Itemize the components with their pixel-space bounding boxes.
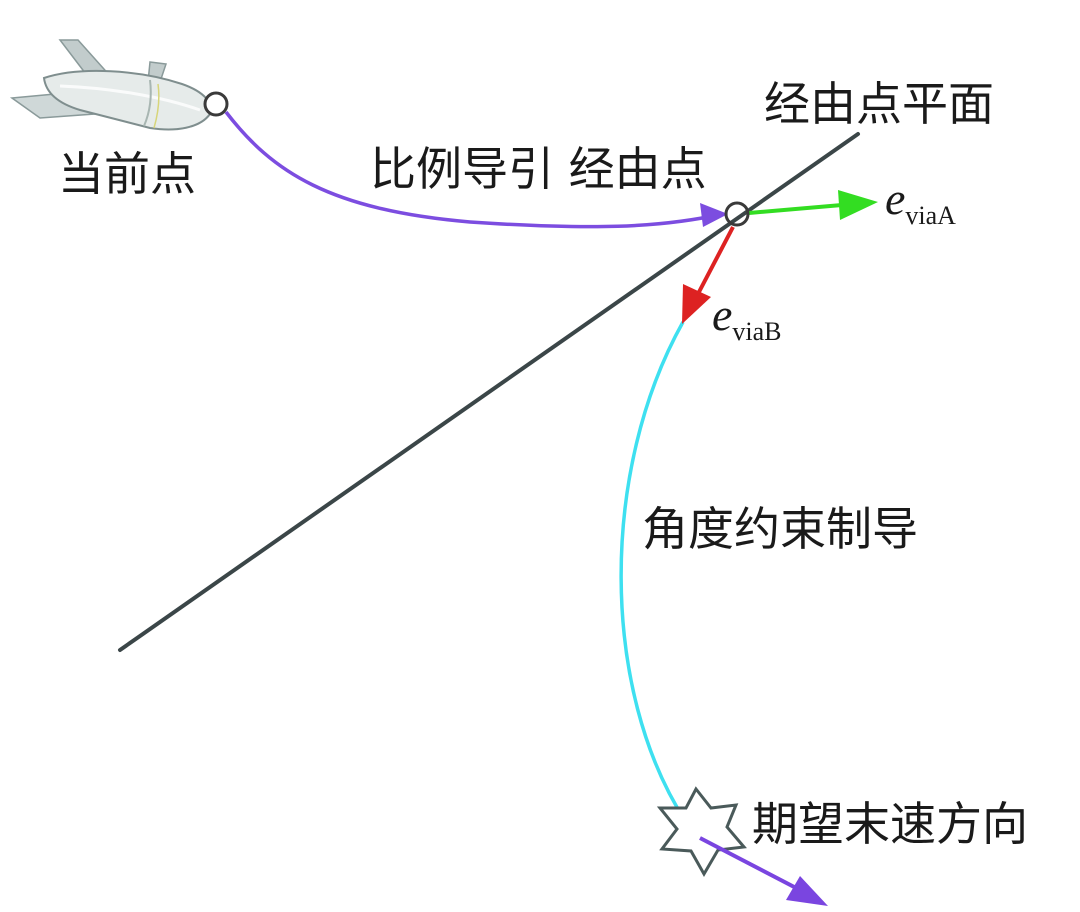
vector-a-label: eviaA: [885, 173, 956, 230]
missile-icon: [9, 39, 212, 131]
current-point-label: 当前点: [58, 147, 196, 201]
target-star-icon: [656, 786, 747, 878]
proportional-guidance-path: [224, 110, 723, 229]
proportional-guidance-label: 比例导引 经由点: [370, 142, 707, 196]
terminal-direction-shaft: [699, 836, 801, 892]
terminal-direction-label: 期望末速方向: [752, 797, 1028, 851]
waypoint-marker: [724, 201, 750, 227]
vector-b-arrowhead: [682, 284, 711, 324]
vector-a-arrowhead: [838, 190, 878, 220]
current-point-marker: [203, 91, 229, 117]
vector-b-shaft: [697, 226, 735, 293]
terminal-direction-arrowhead: [786, 876, 828, 906]
waypoint-plane-label: 经由点平面: [764, 77, 994, 131]
angle-guidance-label: 角度约束制导: [642, 502, 918, 556]
angle-guidance-path: [619, 321, 688, 823]
vector-a-shaft: [748, 203, 843, 215]
proportional-path-arrowhead: [700, 203, 728, 227]
vector-b-label: eviaB: [712, 289, 782, 346]
waypoint-plane-line: [118, 132, 860, 652]
